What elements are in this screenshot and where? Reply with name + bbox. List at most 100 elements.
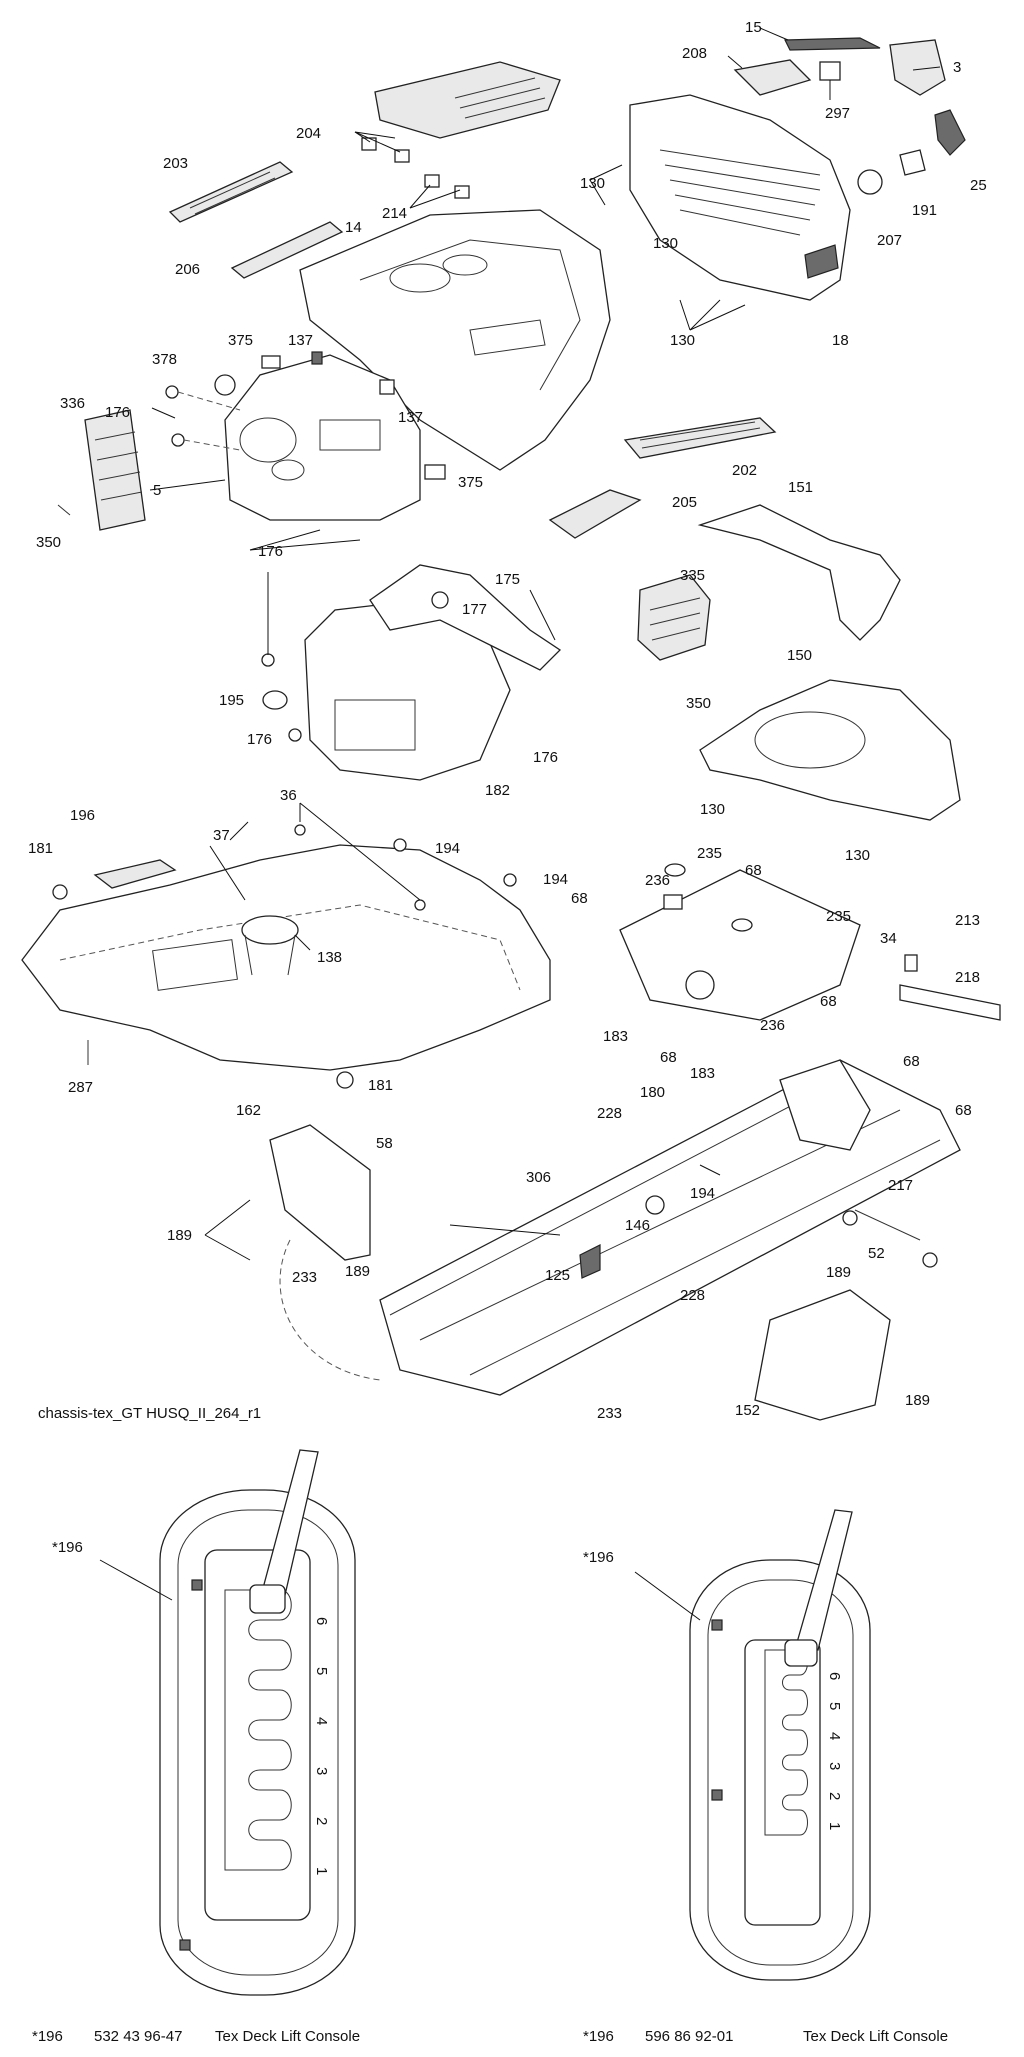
hood-top-vent: [374, 61, 561, 139]
callout-207: 207: [877, 232, 902, 249]
clip-214a: [424, 174, 440, 188]
callout-150: 150: [787, 647, 812, 664]
nut-194a: [393, 838, 407, 852]
console-left-detail: 6 5 4 3 2 1 *196: [52, 1449, 356, 1996]
bush-235a: [664, 863, 686, 877]
callout-350b: 350: [686, 695, 711, 712]
diagram-reference-id: chassis-tex_GT HUSQ_II_264_r1: [38, 1405, 261, 1422]
callout-labels: 15 208 3 297 25 204 203 214 14 206 130 1…: [28, 19, 987, 1422]
clip-137b: [379, 379, 395, 395]
callout-130e: 130: [845, 847, 870, 864]
callout-175: 175: [495, 571, 520, 588]
nut-52b: [922, 1252, 938, 1268]
callout-233b: 233: [597, 1405, 622, 1422]
console-left-gate: [224, 1589, 292, 1871]
console-left-slot-frame: [204, 1549, 311, 1921]
gear-mark-left-1: 1: [313, 1867, 330, 1875]
console-right-gate: [764, 1649, 808, 1836]
callout-180: 180: [640, 1084, 665, 1101]
callout-68d: 68: [660, 1049, 677, 1066]
knob-181a: [52, 884, 68, 900]
console-196: [93, 859, 177, 889]
turtle-icon-left: [191, 1579, 203, 1591]
callout-235a: 235: [697, 845, 722, 862]
nut-194b: [503, 873, 517, 887]
part-378: [214, 374, 236, 396]
callout-34: 34: [880, 930, 897, 947]
callout-152: 152: [735, 1402, 760, 1419]
callout-204: 204: [296, 125, 321, 142]
callout-218: 218: [955, 969, 980, 986]
part-207: [857, 169, 883, 195]
part-208: [733, 59, 812, 96]
callout-189c: 189: [826, 1264, 851, 1281]
callout-181b: 181: [368, 1077, 393, 1094]
callout-191: 191: [912, 202, 937, 219]
callout-202: 202: [732, 462, 757, 479]
callout-236a: 236: [645, 872, 670, 889]
callout-176a: 176: [105, 404, 130, 421]
dash-5: [224, 354, 421, 521]
gear-mark-right-1: 1: [826, 1822, 843, 1830]
part-177: [431, 591, 449, 609]
gear-mark-left-3: 3: [313, 1767, 330, 1775]
trim-15: [784, 37, 881, 51]
callout-151: 151: [788, 479, 813, 496]
callout-36: 36: [280, 787, 297, 804]
callout-138: 138: [317, 949, 342, 966]
hood-14: [299, 209, 611, 471]
nut-194c: [645, 1195, 665, 1215]
bracket-58: [269, 1124, 371, 1261]
gear-mark-right-4: 4: [826, 1732, 843, 1740]
callout-336: 336: [60, 395, 85, 412]
callout-130a: 130: [580, 175, 605, 192]
bracket-151: [697, 504, 901, 641]
clip-214b: [454, 185, 470, 199]
callout-195: 195: [219, 692, 244, 709]
bar-218: [899, 984, 1001, 1021]
callout-130d: 130: [700, 801, 725, 818]
callout-25: 25: [970, 177, 987, 194]
screw-176b: [171, 433, 185, 447]
callout-233a: 233: [292, 1269, 317, 1286]
gear-mark-left-4: 4: [313, 1717, 330, 1725]
callout-125: 125: [545, 1267, 570, 1284]
front-grille-body: [629, 94, 851, 301]
clip-204a: [361, 137, 377, 151]
callout-375b: 375: [458, 474, 483, 491]
gear-mark-right-6: 6: [826, 1672, 843, 1680]
callout-297: 297: [825, 105, 850, 122]
gear-mark-left-2: 2: [313, 1817, 330, 1825]
callout-182: 182: [485, 782, 510, 799]
callout-68b: 68: [571, 890, 588, 907]
callout-58: 58: [376, 1135, 393, 1152]
headlight-lens-203: [168, 161, 294, 223]
callout-15: 15: [745, 19, 762, 36]
callout-335: 335: [680, 567, 705, 584]
callout-194a: 194: [435, 840, 460, 857]
gear-mark-right-3: 3: [826, 1762, 843, 1770]
caption-left-part: 532 43 96-47: [94, 2028, 182, 2045]
nut-52a: [842, 1210, 858, 1226]
callout-287: 287: [68, 1079, 93, 1096]
callout-206: 206: [175, 261, 200, 278]
caption-right-part: 596 86 92-01: [645, 2028, 733, 2045]
fender-assembly: [21, 824, 1001, 1421]
callout-189d: 189: [905, 1392, 930, 1409]
callout-18: 18: [832, 332, 849, 349]
callout-130b: 130: [653, 235, 678, 252]
callout-181a: 181: [28, 840, 53, 857]
callout-213: 213: [955, 912, 980, 929]
bolt-36b: [414, 899, 426, 911]
callout-228b: 228: [680, 1287, 705, 1304]
callout-378: 378: [152, 351, 177, 368]
callout-214: 214: [382, 205, 407, 222]
callout-137a: 137: [288, 332, 313, 349]
callout-236b: 236: [760, 1017, 785, 1034]
turtle-icon-right: [711, 1619, 723, 1631]
callout-3: 3: [953, 59, 961, 76]
tab-375b: [424, 464, 446, 480]
spacer-236a: [663, 894, 683, 910]
part-25: [934, 109, 966, 156]
